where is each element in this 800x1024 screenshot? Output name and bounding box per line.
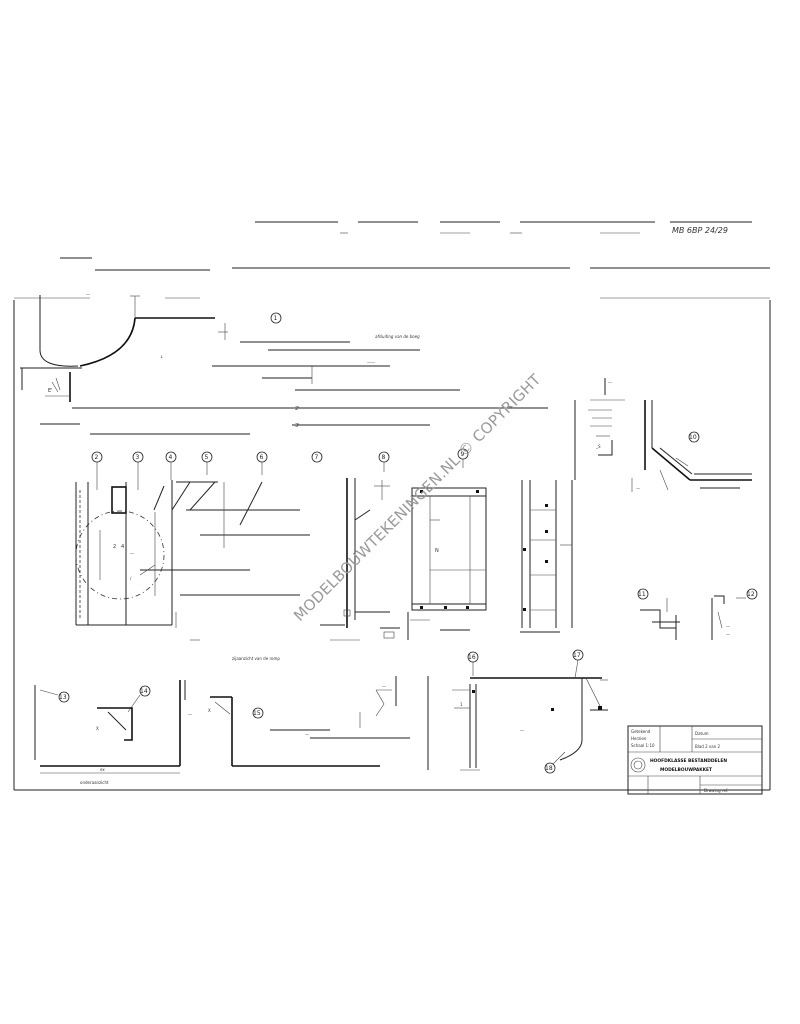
svg-text:16: 16: [468, 654, 476, 661]
svg-text:1: 1: [274, 315, 278, 322]
svg-text:E': E': [48, 388, 53, 394]
callout-bubble-1: 1: [270, 312, 282, 324]
bracket-details: 11 12 — —: [637, 588, 758, 640]
callout-row: 2 3 4 5 6 7 8 9: [91, 448, 469, 490]
svg-text:—: —: [305, 732, 309, 737]
svg-text:_S: _S: [595, 444, 601, 449]
frame-detail-view: 16 17 18 1 —: [427, 649, 608, 774]
bow-detail-view: — _S —: [574, 378, 752, 492]
svg-text:X: X: [208, 708, 211, 713]
title-drawn-by: Getekend: [631, 729, 651, 734]
svg-text:5: 5: [205, 454, 209, 461]
svg-text:/: /: [130, 576, 132, 581]
svg-text:2: 2: [95, 454, 99, 461]
svg-text:10: 10: [689, 434, 697, 441]
svg-text:—: —: [726, 624, 730, 629]
svg-text:↓: ↓: [160, 354, 163, 359]
title-revision: Herzien: [631, 736, 647, 741]
bulkhead-view: [520, 480, 573, 633]
drawing-number: MB 6BP 24/29: [672, 226, 728, 235]
svg-text:11: 11: [638, 591, 646, 598]
sheet-border: [13, 297, 771, 791]
svg-text:N: N: [435, 548, 439, 554]
svg-text:——: ——: [367, 360, 375, 365]
svg-text:afsluiting van de boeg: afsluiting van de boeg: [375, 334, 420, 339]
svg-text:—: —: [86, 292, 90, 297]
header-lines: [60, 221, 770, 271]
svg-text:14: 14: [140, 688, 148, 695]
svg-text:4: 4: [169, 454, 173, 461]
svg-text:3: 3: [136, 454, 140, 461]
hull-profile-view: — E' 2' 3' —— ↓ afsluiting van de boeg: [20, 292, 548, 435]
svg-text:8: 8: [382, 454, 386, 461]
svg-text:2: 2: [113, 544, 116, 550]
angle-profiles: 13 14 X — ex X 15 — —: [34, 676, 410, 774]
title-sheet: Blad 2 van 2: [695, 744, 721, 749]
title-line-1: HOOFDKLASSE BESTANDDELEN: [650, 758, 727, 764]
title-scale: Schaal 1:10: [631, 743, 655, 748]
svg-text:X: X: [96, 726, 99, 731]
svg-text:—: —: [636, 486, 640, 491]
svg-text:—: —: [382, 684, 386, 689]
title-block: [627, 725, 763, 795]
svg-text:—: —: [608, 380, 612, 385]
svg-text:6: 6: [260, 454, 264, 461]
svg-text:—: —: [726, 632, 730, 637]
svg-text:4: 4: [121, 544, 124, 550]
stern-section-view: 2 4 — /: [75, 480, 360, 641]
title-footer: Drawing ref.: [704, 788, 728, 793]
svg-text:1: 1: [460, 702, 463, 707]
svg-text:9: 9: [461, 451, 465, 458]
svg-text:—: —: [520, 728, 524, 733]
deck-panel-view: N: [407, 487, 487, 640]
svg-text:ex: ex: [100, 767, 105, 772]
svg-text:12: 12: [747, 591, 755, 598]
svg-text:18: 18: [545, 765, 553, 772]
svg-text:2': 2': [295, 406, 300, 412]
svg-text:—: —: [188, 712, 192, 717]
svg-text:3': 3': [295, 423, 300, 429]
bottom-caption: onderaanzicht: [80, 780, 109, 785]
side-view-caption: zijaanzicht van de romp: [232, 656, 280, 661]
title-date: Datum: [695, 731, 709, 736]
title-line-2: MODELBOUWPAKKET: [660, 767, 712, 773]
svg-text:7: 7: [315, 454, 319, 461]
svg-text:13: 13: [59, 694, 67, 701]
callout-bubble-10: 10: [688, 431, 700, 443]
svg-text:15: 15: [253, 710, 261, 717]
svg-text:17: 17: [573, 652, 581, 659]
svg-text:—: —: [130, 551, 134, 556]
midship-section-view: [320, 478, 400, 639]
